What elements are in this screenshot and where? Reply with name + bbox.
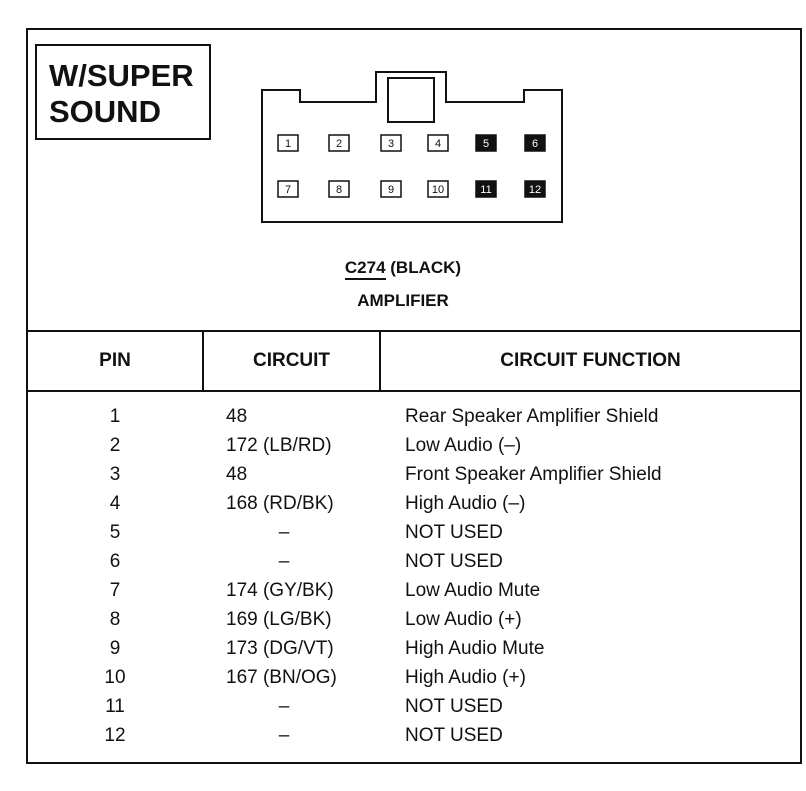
- circuit-cell: 168 (RD/BK): [226, 493, 334, 514]
- pin-number-3: 3: [388, 138, 394, 150]
- pin-number-cell: 8: [109, 609, 121, 630]
- component-name: AMPLIFIER: [357, 291, 449, 310]
- circuit-cell: –: [278, 725, 290, 746]
- pin-number-7: 7: [285, 184, 291, 196]
- diagram-frame: [26, 28, 802, 764]
- circuit-function-cell: Low Audio (+): [405, 609, 522, 630]
- header-circuit: CIRCUIT: [252, 350, 331, 371]
- pin-number-cell: 2: [109, 435, 121, 456]
- circuit-function-cell: NOT USED: [405, 725, 503, 746]
- super-sound-badge: W/SUPER SOUND: [35, 44, 211, 140]
- circuit-cell: 48: [226, 464, 248, 485]
- pin-number-8: 8: [336, 184, 342, 196]
- pin-cavity-11: [475, 180, 497, 198]
- pin-number-cell: 5: [109, 522, 121, 543]
- pin-number-cell: 1: [109, 406, 121, 427]
- pin-number-5: 5: [483, 138, 489, 150]
- pin-number-cell: 3: [109, 464, 121, 485]
- circuit-function-cell: NOT USED: [405, 696, 503, 717]
- pin-cavity-4: [427, 134, 449, 152]
- pin-cavity-12: [524, 180, 546, 198]
- circuit-function-cell: Low Audio (–): [405, 435, 522, 456]
- pin-number-9: 9: [388, 184, 394, 196]
- pin-number-11: 11: [480, 184, 491, 196]
- circuit-cell: –: [278, 522, 290, 543]
- pin-cavity-5: [475, 134, 497, 152]
- column-divider-1: [202, 330, 204, 390]
- pin-number-10: 10: [432, 184, 444, 196]
- pin-number-cell: 10: [104, 667, 126, 688]
- header-circuit-function: CIRCUIT FUNCTION: [500, 350, 681, 371]
- pin-number-2: 2: [336, 138, 342, 150]
- pin-number-1: 1: [285, 138, 291, 150]
- circuit-function-cell: Front Speaker Amplifier Shield: [405, 464, 662, 485]
- circuit-function-cell: Rear Speaker Amplifier Shield: [405, 406, 659, 427]
- circuit-cell: 169 (LG/BK): [226, 609, 332, 630]
- section-divider: [26, 330, 802, 332]
- pin-number-cell: 9: [109, 638, 121, 659]
- pin-number-cell: 7: [109, 580, 121, 601]
- circuit-cell: 48: [226, 406, 248, 427]
- circuit-cell: 174 (GY/BK): [226, 580, 334, 601]
- circuit-function-cell: High Audio Mute: [405, 638, 545, 659]
- circuit-function-cell: Low Audio Mute: [405, 580, 541, 601]
- pin-cavity-8: [328, 180, 350, 198]
- pin-number-cell: 6: [109, 551, 121, 572]
- circuit-cell: 172 (LB/RD): [226, 435, 332, 456]
- pin-cavity-2: [328, 134, 350, 152]
- pin-cavity-9: [380, 180, 402, 198]
- connector-color: (BLACK): [385, 258, 462, 277]
- pin-number-cell: 12: [104, 725, 126, 746]
- circuit-cell: 167 (BN/OG): [226, 667, 337, 688]
- pin-number-cell: 4: [109, 493, 121, 514]
- column-divider-2: [379, 330, 381, 390]
- circuit-function-cell: NOT USED: [405, 522, 503, 543]
- pin-cavity-10: [427, 180, 449, 198]
- connector-latch: [387, 77, 435, 123]
- pin-cavity-6: [524, 134, 546, 152]
- badge-line-1: W/SUPER: [49, 58, 194, 93]
- pin-number-4: 4: [435, 138, 441, 150]
- pin-cavity-1: [277, 134, 299, 152]
- badge-line-2: SOUND: [49, 94, 161, 129]
- connector-housing: [261, 71, 563, 223]
- pin-number-12: 12: [529, 184, 541, 196]
- header-pin: PIN: [99, 350, 131, 371]
- pin-number-6: 6: [532, 138, 538, 150]
- circuit-function-cell: High Audio (–): [405, 493, 526, 514]
- header-divider: [26, 390, 802, 392]
- pin-cavity-3: [380, 134, 402, 152]
- circuit-function-cell: NOT USED: [405, 551, 503, 572]
- circuit-cell: 173 (DG/VT): [226, 638, 334, 659]
- circuit-cell: –: [278, 696, 290, 717]
- circuit-cell: –: [278, 551, 290, 572]
- connector-caption: C274 (BLACK): [0, 258, 806, 280]
- connector-id: C274: [344, 258, 386, 280]
- pin-cavity-7: [277, 180, 299, 198]
- circuit-function-cell: High Audio (+): [405, 667, 526, 688]
- pin-number-cell: 11: [105, 696, 125, 717]
